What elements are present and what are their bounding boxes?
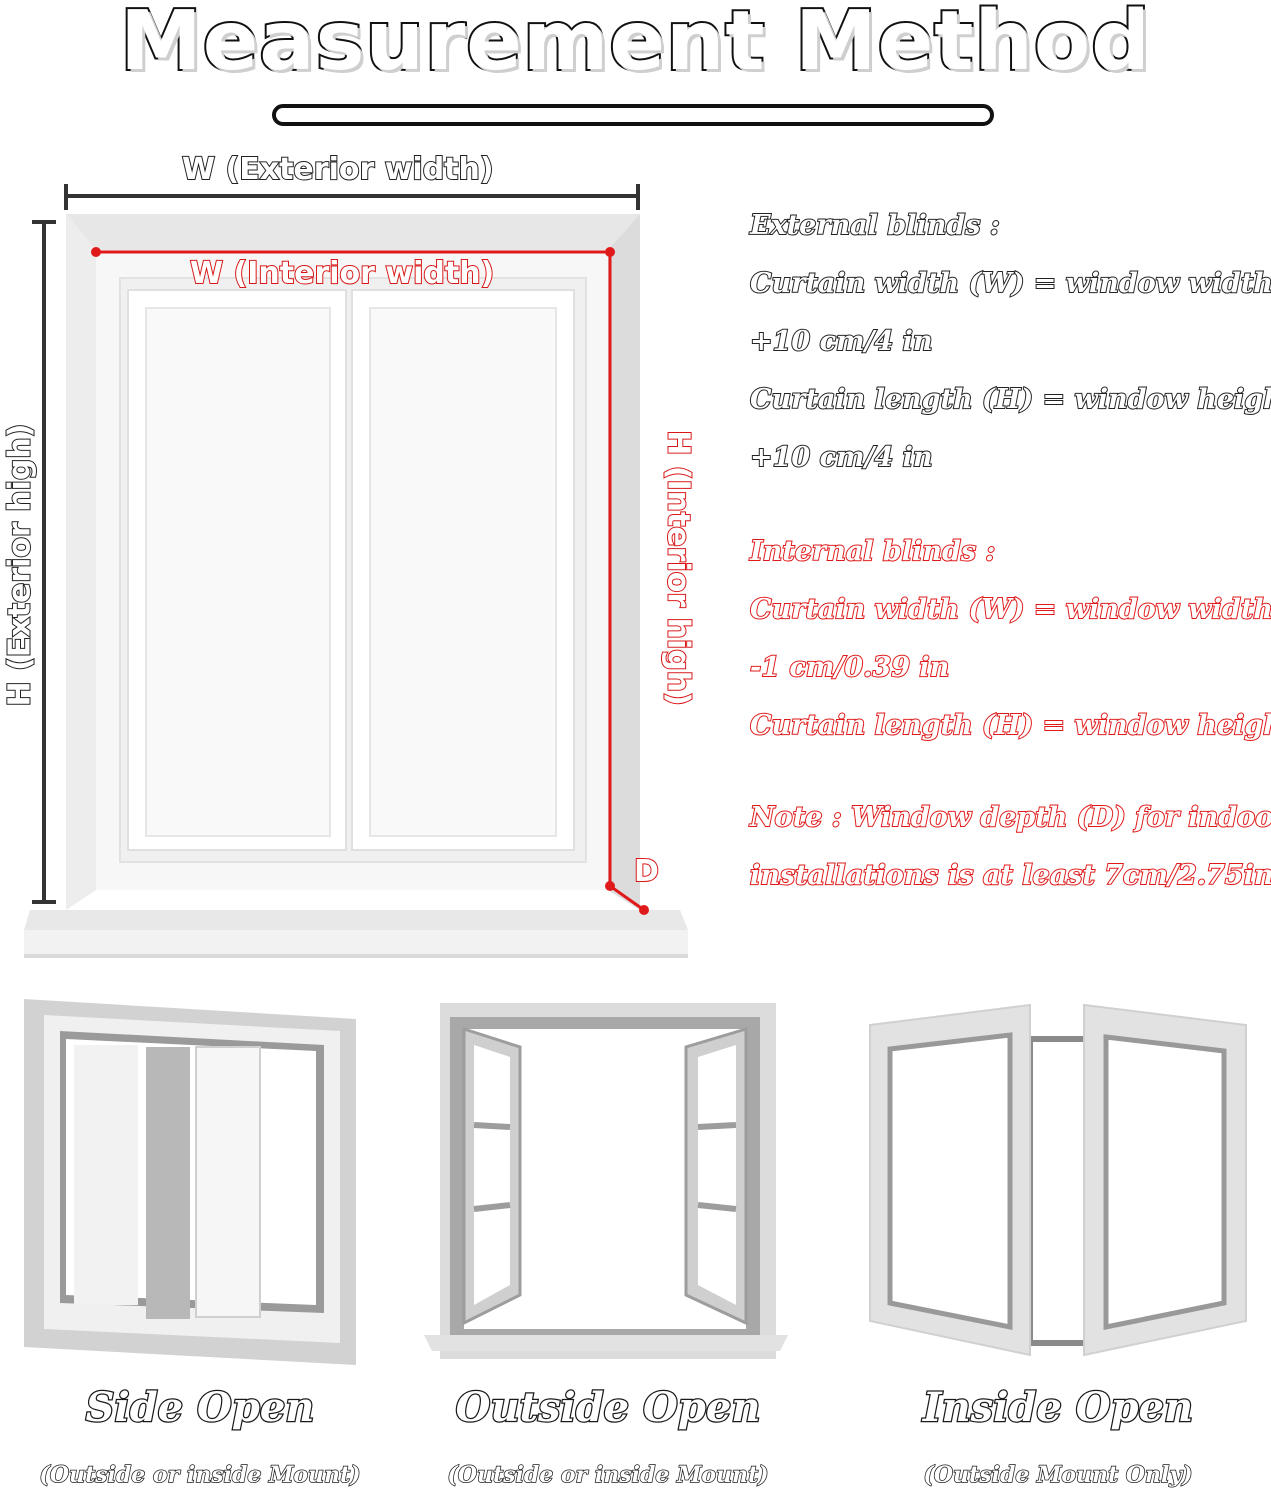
note-line2: installations is at least 7cm/2.75in <box>749 859 1271 892</box>
internal-heading: Internal blinds : <box>749 535 996 568</box>
type-name-side-open: Side Open <box>84 1383 315 1433</box>
depth-end-dot <box>639 905 649 915</box>
external-width-line2: +10 cm/4 in <box>749 325 934 358</box>
right-pane <box>369 307 557 837</box>
panel <box>195 1046 261 1318</box>
panel <box>146 1047 190 1319</box>
title-underline <box>272 104 994 126</box>
type-mount-inside-open: (Outside Mount Only) <box>923 1461 1194 1489</box>
interior-height-label: H (Interior high) <box>660 429 697 707</box>
inside-open-illustration <box>869 1003 1247 1357</box>
interior-corner-dot <box>605 247 615 257</box>
left-glass <box>887 1032 1013 1331</box>
frame-top <box>66 214 640 250</box>
window-opening <box>1027 1036 1089 1346</box>
mullion <box>473 1202 511 1212</box>
frame-right <box>608 214 640 910</box>
main-window-diagram <box>24 184 688 958</box>
interior-corner-dot <box>605 881 615 891</box>
left-pane <box>145 307 331 837</box>
mullion <box>697 1122 737 1130</box>
mullion <box>473 1122 511 1130</box>
external-heading: External blinds : <box>749 209 1001 242</box>
depth-label: D <box>633 853 660 890</box>
sill-front <box>24 930 688 954</box>
internal-width-line2: -1 cm/0.39 in <box>749 651 950 684</box>
internal-width-line1: Curtain width (W) = window width <box>749 593 1271 626</box>
frame-left <box>66 214 96 910</box>
sill <box>424 1335 788 1351</box>
type-mount-side-open: (Outside or inside Mount) <box>39 1461 362 1489</box>
note-line1: Note : Window depth (D) for indoor <box>749 801 1271 834</box>
panel <box>74 1045 138 1305</box>
sill-shadow <box>24 954 688 958</box>
page-title: Measurement Method <box>118 0 1152 91</box>
internal-length-line1: Curtain length (H) = window height <box>749 709 1271 742</box>
type-name-inside-open: Inside Open <box>922 1383 1195 1433</box>
depth-line <box>609 884 645 912</box>
interior-corner-dot <box>91 247 101 257</box>
external-width-line1: Curtain width (W) = window width <box>749 267 1271 300</box>
right-glass <box>1103 1034 1227 1331</box>
side-open-illustration <box>24 999 356 1365</box>
type-mount-outside-open: (Outside or inside Mount) <box>447 1461 770 1489</box>
left-glass <box>474 1045 510 1305</box>
right-glass <box>698 1045 736 1305</box>
exterior-width-label: W (Exterior width) <box>181 151 495 188</box>
exterior-height-label: H (Exterior high) <box>2 423 39 708</box>
external-length-line1: Curtain length (H) = window height <box>749 383 1271 416</box>
external-length-line2: +10 cm/4 in <box>749 441 934 474</box>
outside-open-illustration <box>424 1003 788 1359</box>
mullion <box>697 1202 737 1212</box>
type-name-outside-open: Outside Open <box>454 1383 761 1433</box>
interior-width-label: W (Interior width) <box>189 255 495 292</box>
sill-top <box>24 910 688 930</box>
